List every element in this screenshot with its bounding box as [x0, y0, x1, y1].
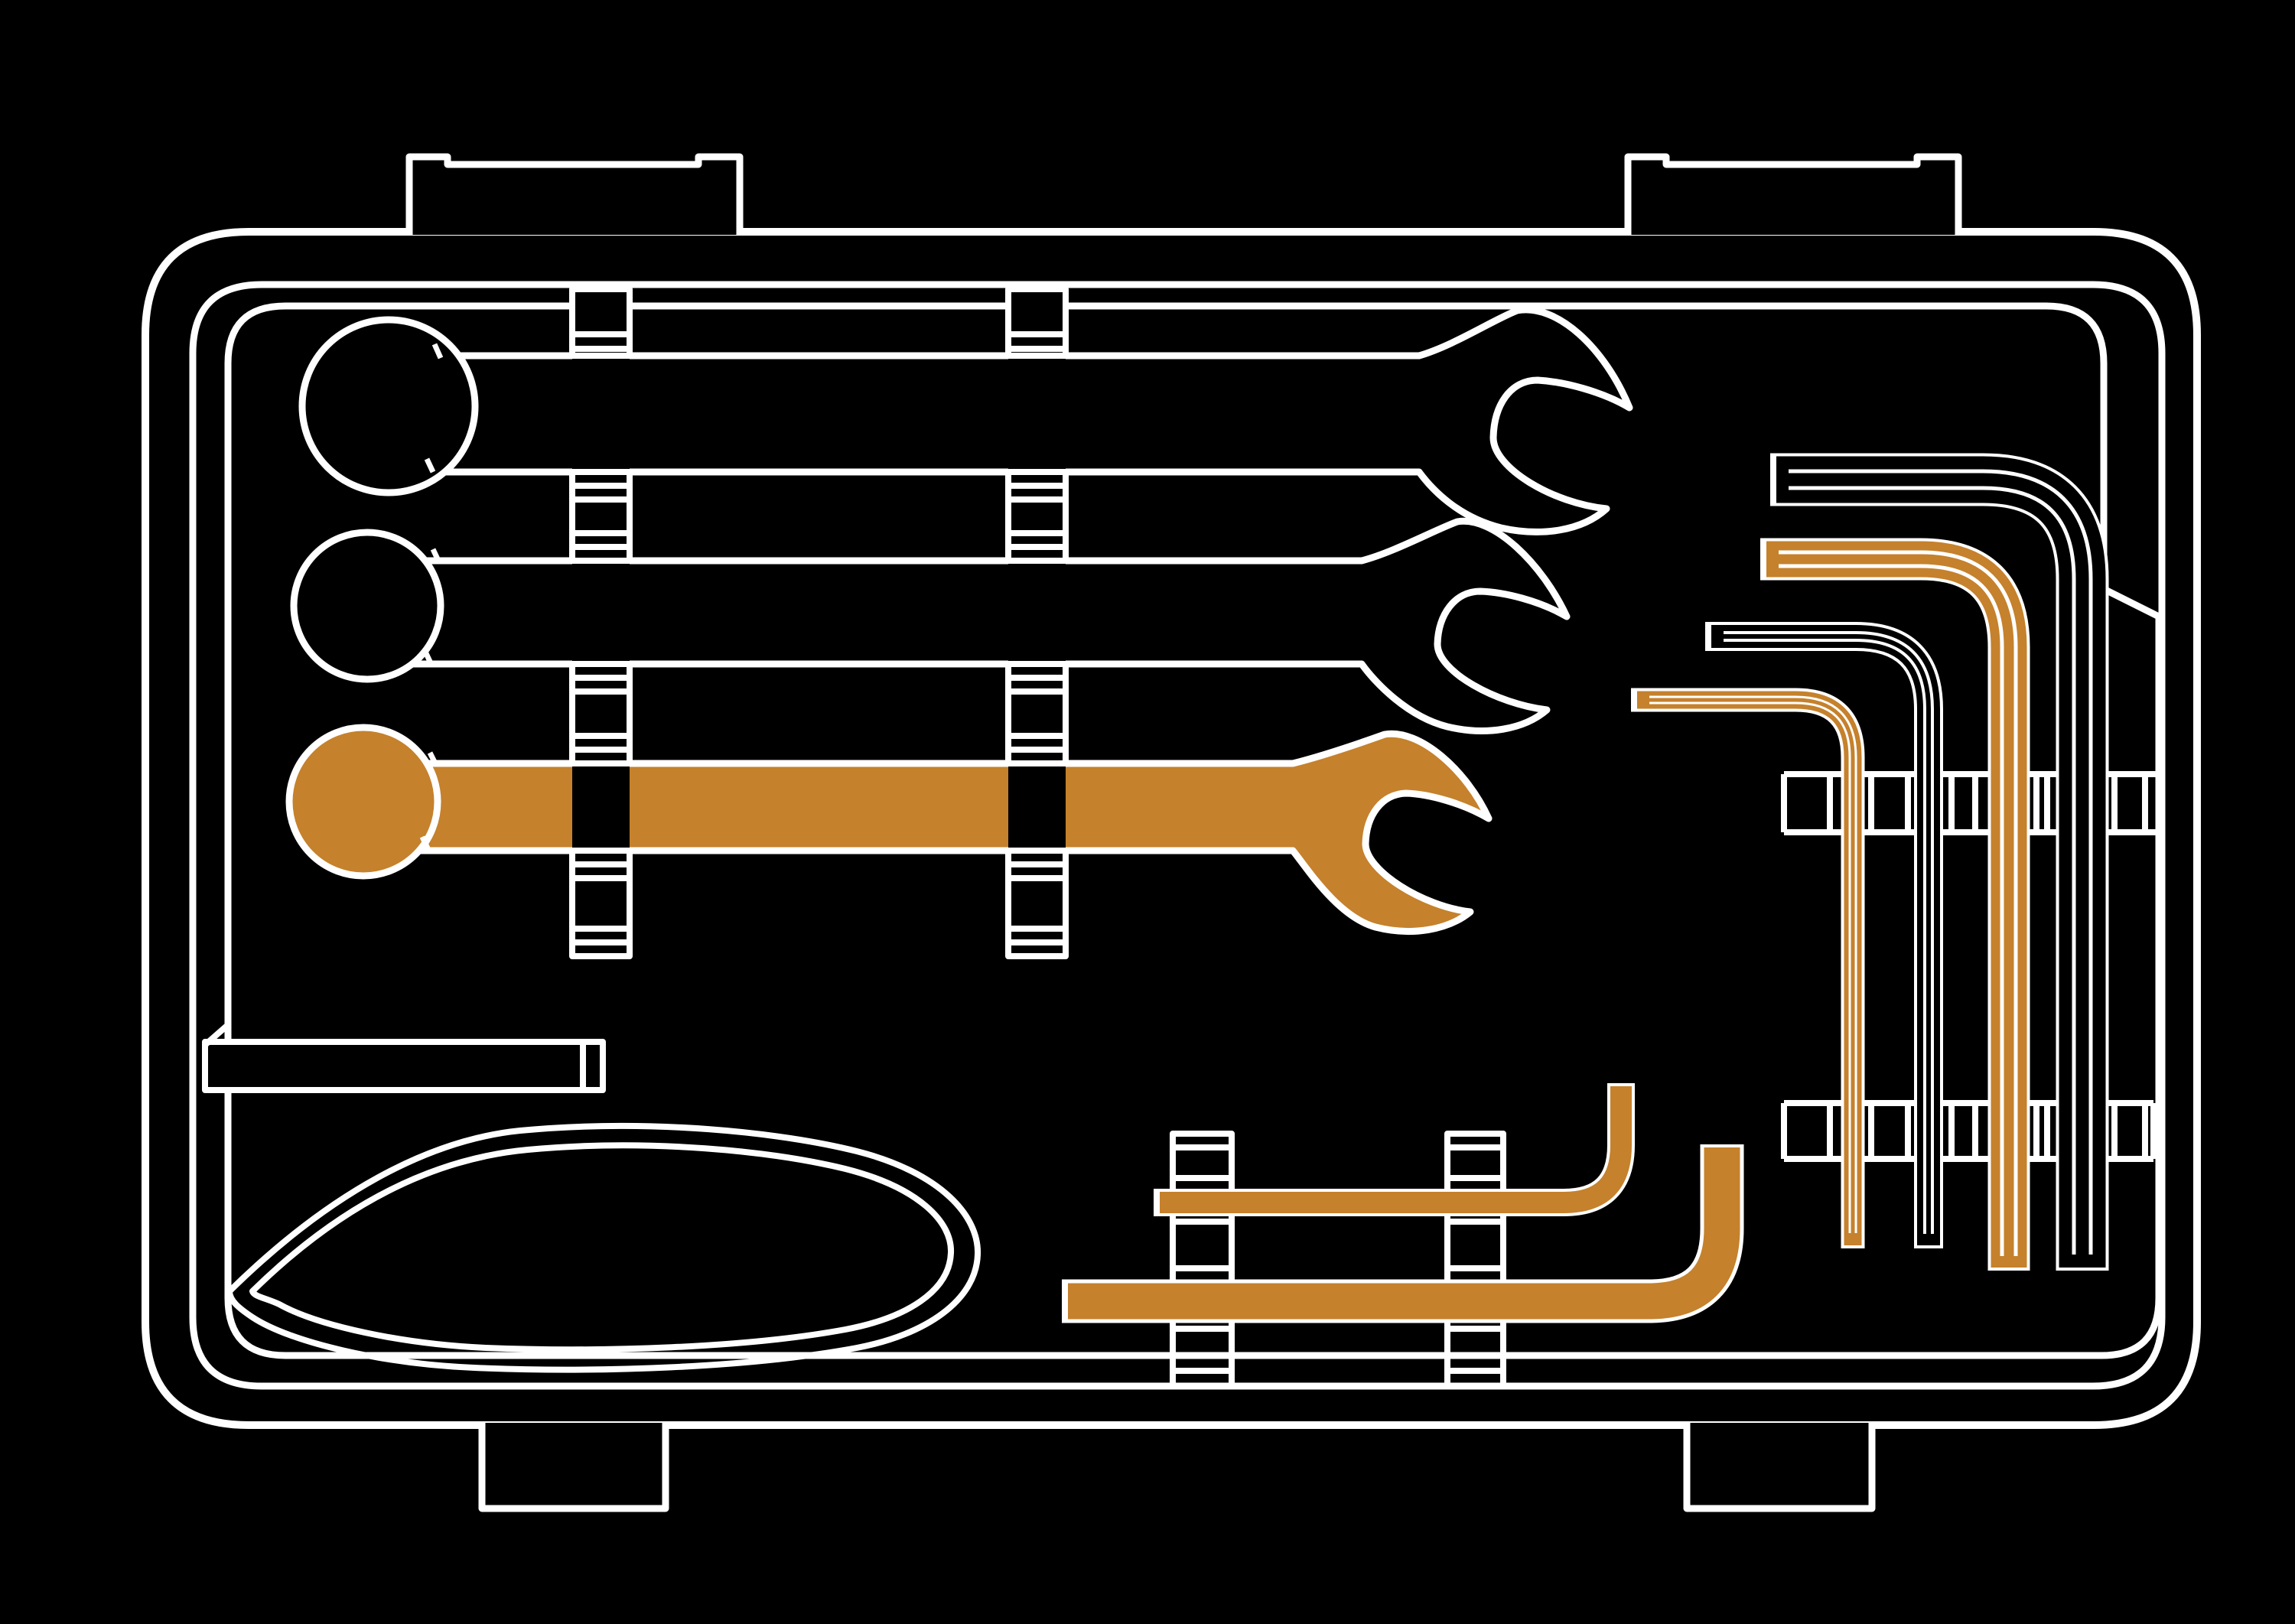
wrench-3: [285, 724, 1493, 935]
bottom-clip-tower-right: [1444, 1131, 1506, 1389]
hex-key-b: [1760, 538, 2030, 1271]
hex-key-c: [1705, 622, 1943, 1248]
handle-pocket: [202, 1020, 981, 1373]
hex-key-a: [1770, 453, 2109, 1271]
wrench-clip-column-1: [569, 286, 633, 959]
hex-key-d: [1631, 688, 1865, 1248]
case-top-tabs: [405, 153, 1962, 235]
case-outer-shell: [142, 228, 2201, 1429]
wrench-2: [290, 517, 1571, 734]
wrench-1: [298, 306, 1633, 535]
bottom-clip-tower-left: [1170, 1131, 1235, 1389]
hex-key-e: [1154, 1083, 1635, 1216]
wrench-clip-column-2: [1005, 286, 1069, 959]
case-bottom-feet: [478, 1423, 1876, 1512]
hex-key-f: [1062, 1144, 1744, 1323]
